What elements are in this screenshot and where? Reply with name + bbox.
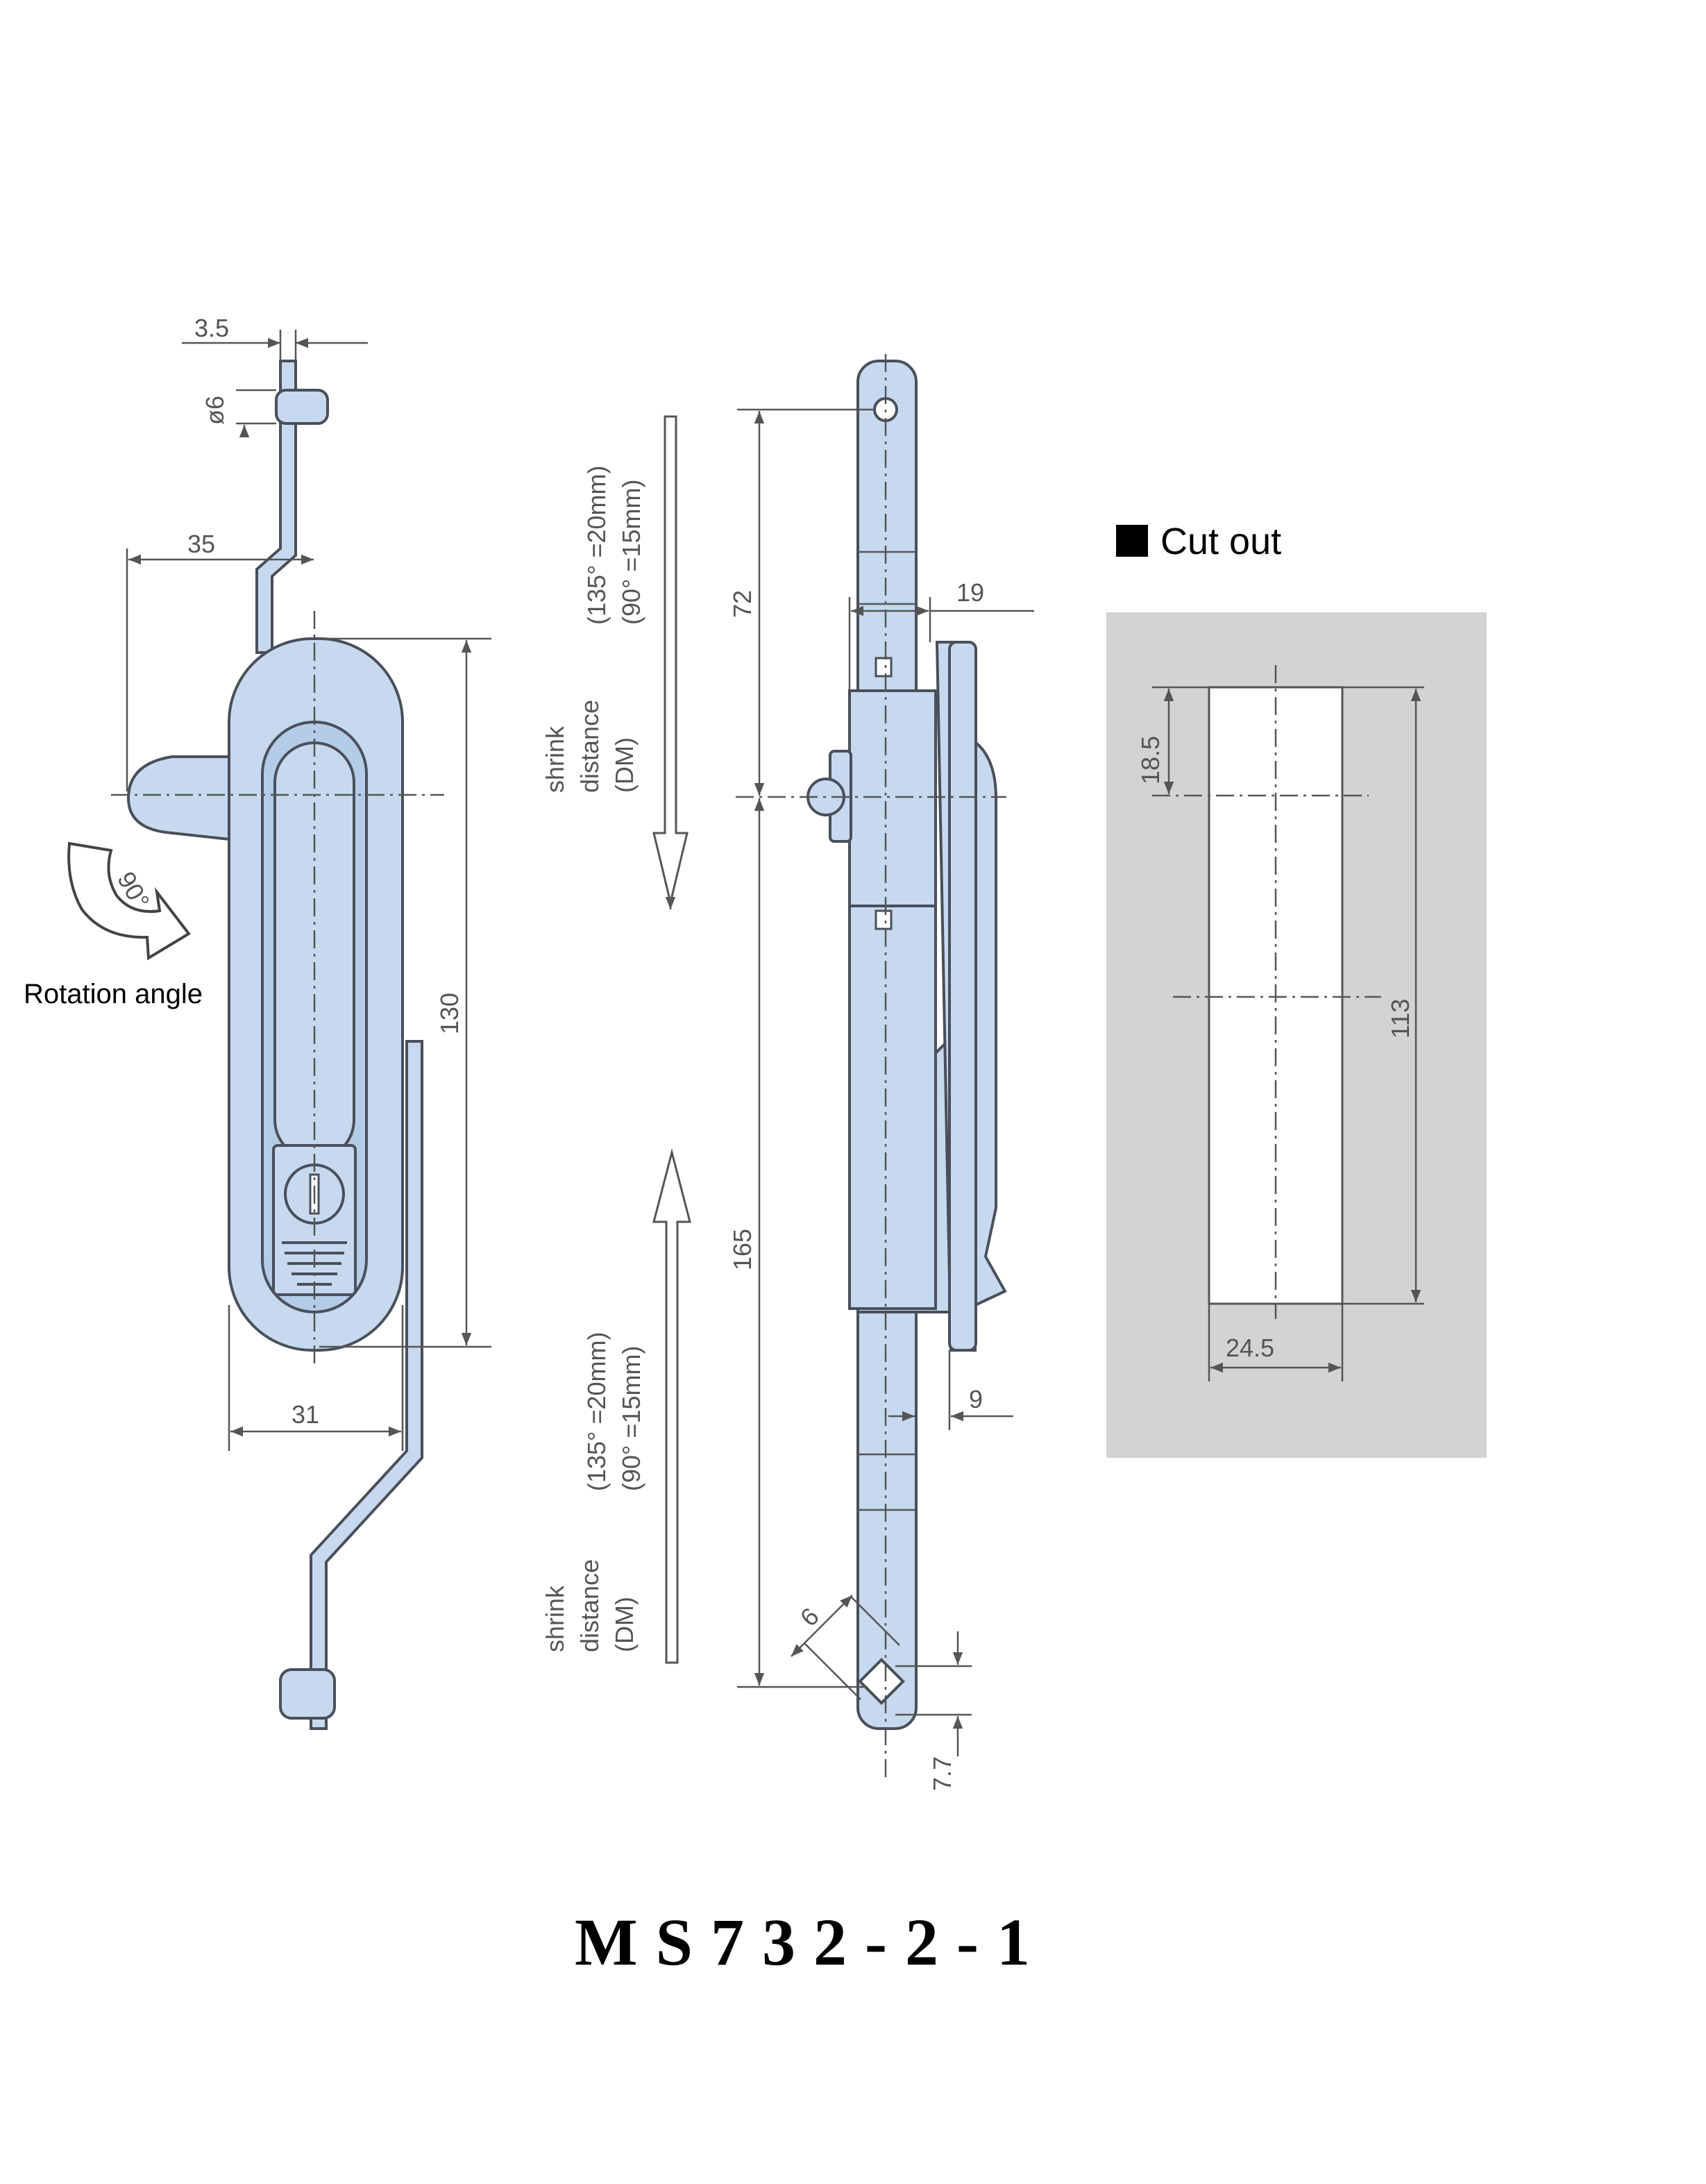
cutout-drawing: 18.5 113 24.5 xyxy=(1106,612,1487,1458)
cut-out-label: Cut out xyxy=(1160,521,1281,562)
cut-out-square-icon xyxy=(1116,525,1148,557)
dim-72: 72 xyxy=(728,590,757,618)
dim-165: 165 xyxy=(728,1229,757,1270)
shrink-text-1: shrink xyxy=(541,725,569,793)
shrink-text-4: (135° =20mm) xyxy=(582,466,611,625)
dim-18-5: 18.5 xyxy=(1136,736,1165,784)
front-view: 3.5 ø6 35 130 31 xyxy=(111,314,491,1730)
shrink-text-6: shrink xyxy=(541,1585,569,1652)
rotation-angle-label: Rotation angle xyxy=(24,979,203,1009)
side-view: 72 19 165 9 6 7.7 xyxy=(728,354,1034,1791)
dim-113: 113 xyxy=(1386,999,1414,1039)
dim-24-5: 24.5 xyxy=(1226,1334,1274,1362)
rotation-arrow-icon: 90° xyxy=(67,841,191,961)
shrink-text-2: distance xyxy=(575,700,604,793)
dim-9: 9 xyxy=(969,1385,983,1413)
shrink-note-bottom: shrink distance (DM) (135° =20mm) (90° =… xyxy=(541,1148,691,1664)
shrink-note-top: shrink distance (DM) (135° =20mm) (90° =… xyxy=(541,415,689,909)
dim-dia-6: ø6 xyxy=(201,396,229,425)
dim-3-5: 3.5 xyxy=(194,314,229,342)
model-title: MS732-2-1 xyxy=(575,1905,1048,1979)
shrink-text-8: (DM) xyxy=(610,1597,639,1652)
shrink-text-7: distance xyxy=(575,1559,604,1652)
dim-31: 31 xyxy=(292,1400,319,1429)
shrink-text-5: (90° =15mm) xyxy=(617,480,645,625)
shrink-text-3: (DM) xyxy=(610,737,639,793)
dim-19: 19 xyxy=(956,578,984,607)
dim-7-7: 7.7 xyxy=(928,1756,956,1791)
shrink-text-10: (90° =15mm) xyxy=(617,1346,645,1491)
shrink-text-9: (135° =20mm) xyxy=(582,1332,611,1491)
dim-35: 35 xyxy=(187,530,215,558)
dim-130: 130 xyxy=(435,993,464,1034)
